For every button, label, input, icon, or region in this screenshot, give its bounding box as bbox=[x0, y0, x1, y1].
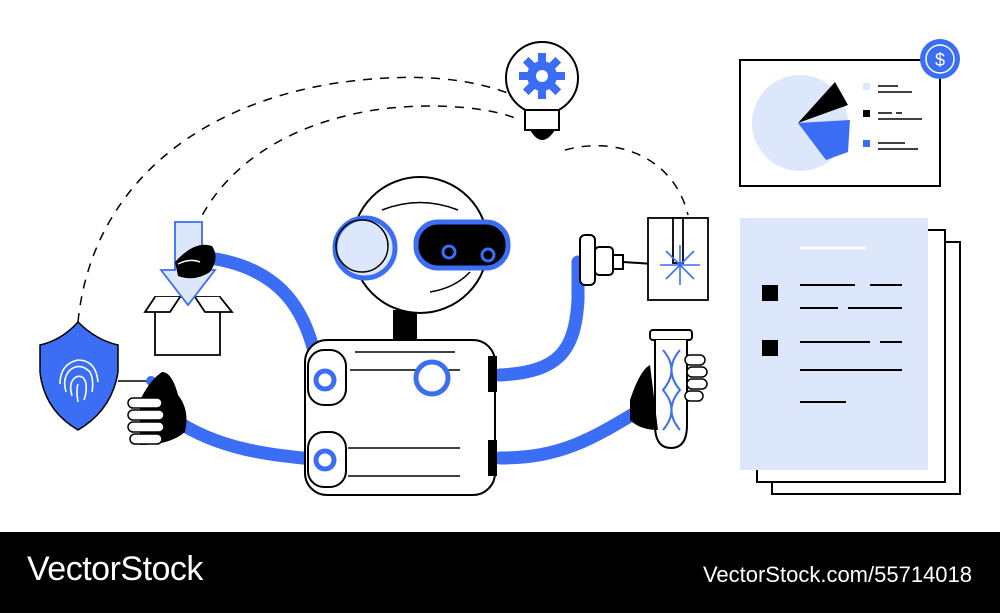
pie-chart-card-icon: $ bbox=[739, 39, 960, 187]
right-dashed-arc bbox=[564, 145, 689, 216]
laser-cutter-icon bbox=[579, 217, 709, 301]
dna-test-tube-icon bbox=[630, 329, 708, 450]
lower-left-hand-icon bbox=[127, 372, 187, 445]
stock-id-text: VectorStock.com/55714018 bbox=[702, 562, 972, 587]
robot-ear bbox=[332, 215, 398, 281]
upper-left-gripper-icon bbox=[175, 244, 216, 279]
outer-dashed-arc bbox=[77, 76, 521, 323]
fingerprint-shield-icon bbox=[39, 320, 156, 431]
document-stack-icon bbox=[740, 218, 961, 495]
robot-eye-left bbox=[441, 244, 457, 260]
right-hand-icon bbox=[630, 365, 658, 430]
watermark-footer: VectorStock VectorStock.com/55714018 bbox=[0, 532, 1000, 613]
robot bbox=[304, 176, 511, 496]
lower-left-arm bbox=[168, 413, 329, 467]
robot-eye-right bbox=[480, 247, 496, 263]
download-package-icon bbox=[143, 221, 234, 356]
dollar-sign: $ bbox=[935, 50, 945, 70]
gear-icon bbox=[519, 53, 565, 99]
inner-dashed-arc bbox=[194, 105, 516, 231]
shoulder-joints bbox=[307, 349, 497, 488]
upper-right-arm bbox=[493, 255, 585, 382]
robot-automation-illustration: $ bbox=[39, 39, 961, 496]
chest-light bbox=[413, 359, 451, 397]
brand-logo-text: VectorStock bbox=[27, 550, 203, 588]
connection-arcs bbox=[77, 76, 689, 323]
upper-left-arm bbox=[203, 251, 327, 387]
lightbulb-gear-icon bbox=[505, 41, 579, 140]
robot-visor bbox=[413, 219, 511, 271]
lower-right-arm bbox=[493, 403, 647, 465]
